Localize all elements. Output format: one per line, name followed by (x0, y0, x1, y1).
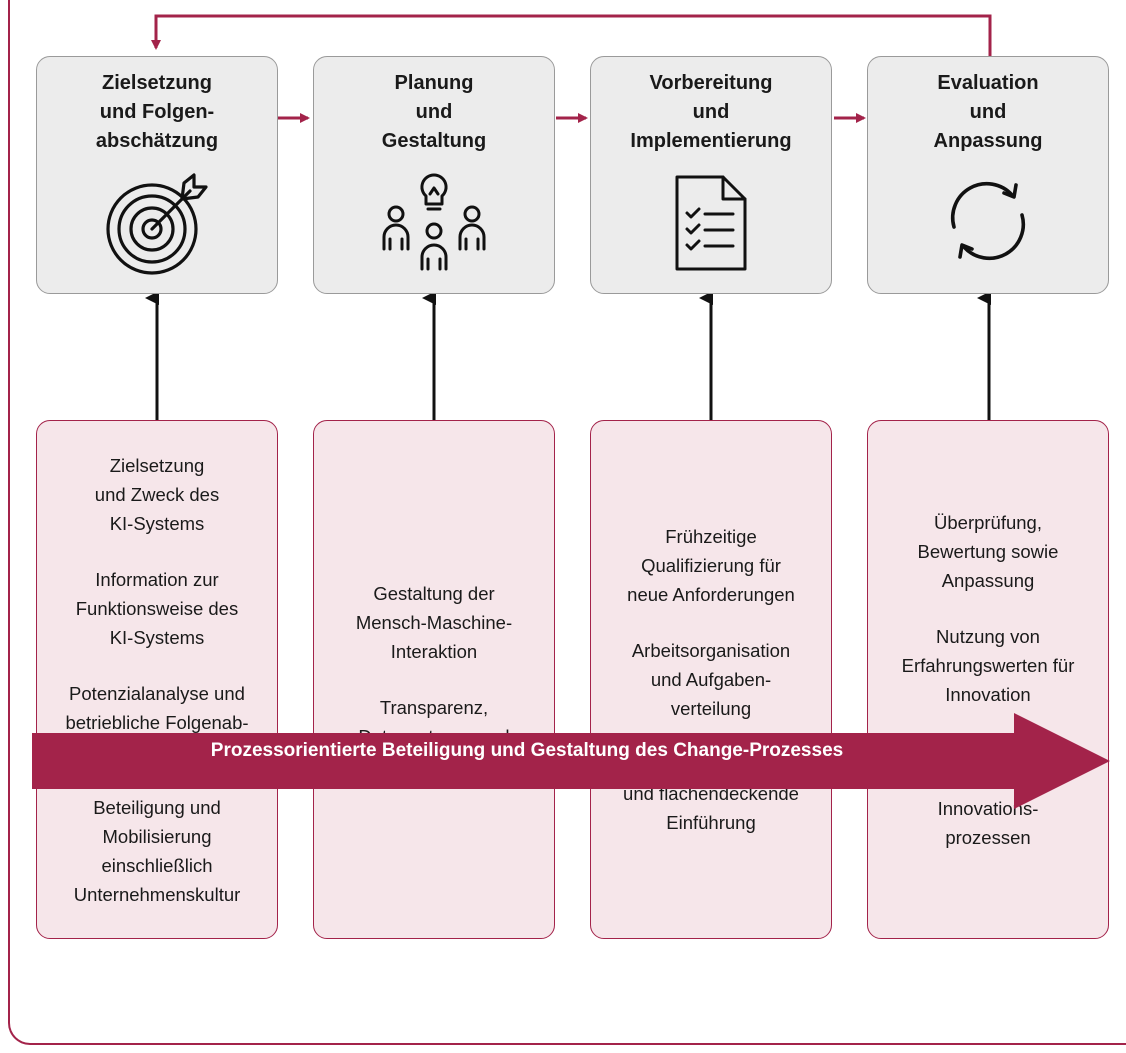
detail-box-1: Zielsetzung und Zweck des KI-Systems Inf… (36, 420, 278, 939)
detail-item: Frühzeitige Qualifizierung für neue Anfo… (627, 526, 795, 605)
target-icon (37, 169, 277, 289)
detail-item: Nutzung von Erfahrungswerten für Innovat… (901, 625, 1075, 705)
detail-item: Information zur Funktionsweise des KI-Sy… (75, 568, 239, 648)
feedback-loop-arrow (151, 14, 992, 56)
stage-card-4: Evaluation und Anpassung (867, 56, 1109, 294)
process-arrow-label: Prozessorientierte Beteiligung und Gesta… (210, 740, 844, 761)
checklist-document-icon (591, 173, 831, 293)
detail-item: Zielsetzung und Zweck des KI-Systems (94, 454, 220, 534)
stage-card-1: Zielsetzung und Folgen- abschätzung (36, 56, 278, 294)
outer-frame (8, 0, 1126, 1045)
detail-box-3: Frühzeitige Qualifizierung für neue Anfo… (590, 420, 832, 939)
detail-box-2: Gestaltung der Mensch-Maschine- Interakt… (313, 420, 555, 939)
detail-item: Überprüfung, Bewertung sowie Anpassung (917, 511, 1059, 591)
detail-item: Arbeitsorganisation und Aufgaben- vertei… (631, 640, 791, 719)
stage-card-2: Planung und Gestaltung (313, 56, 555, 294)
refresh-cycle-icon (868, 171, 1108, 291)
stage-title: Zielsetzung und Folgen- abschätzung (95, 72, 219, 152)
stage-title: Vorbereitung und Implementierung (630, 72, 792, 152)
detail-item: Gestaltung der Mensch-Maschine- Interakt… (355, 583, 513, 662)
detail-item: Beteiligung und Mobilisierung einschließ… (73, 796, 241, 905)
team-idea-icon (314, 169, 554, 289)
stage-title: Planung und Gestaltung (381, 72, 487, 152)
stage-title: Evaluation und Anpassung (933, 72, 1043, 152)
stage-card-3: Vorbereitung und Implementierung (590, 56, 832, 294)
process-arrow (32, 713, 1110, 809)
detail-box-4: Überprüfung, Bewertung sowie Anpassung N… (867, 420, 1109, 939)
